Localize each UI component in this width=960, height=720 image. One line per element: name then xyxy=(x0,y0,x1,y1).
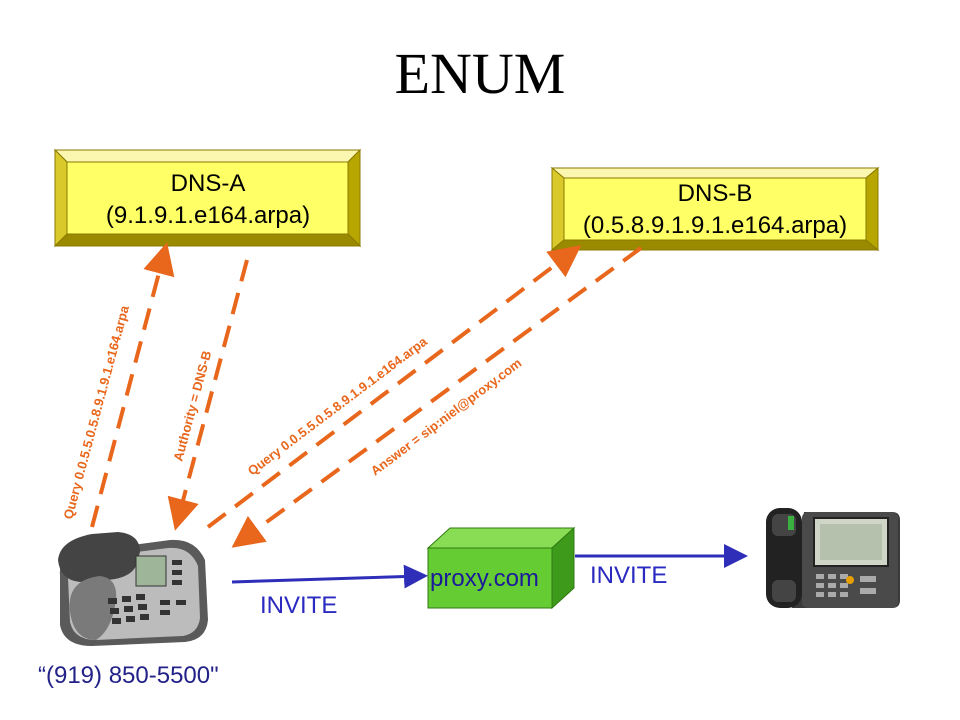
dns-a-label: DNS-A (9.1.9.1.e164.arpa) xyxy=(68,162,348,232)
query-a-arrow xyxy=(90,242,175,528)
callee-phone-icon xyxy=(766,508,900,608)
invite-left-arrow xyxy=(231,564,428,589)
dns-b-box xyxy=(550,166,880,252)
dns-a-name: DNS-A xyxy=(170,170,246,197)
invite-right-label: INVITE xyxy=(590,562,668,589)
dns-b-name: DNS-B xyxy=(677,180,753,207)
dns-b-label: DNS-B (0.5.8.9.1.9.1.e164.arpa) xyxy=(564,178,866,240)
caller-phone-icon xyxy=(58,532,209,646)
invite-left-label: INVITE xyxy=(260,592,338,619)
proxy-box xyxy=(426,526,576,610)
dns-a-zone: (9.1.9.1.e164.arpa) xyxy=(105,202,311,229)
answer-arrow xyxy=(231,246,643,548)
query-b-arrow xyxy=(206,245,582,529)
authority-arrow xyxy=(167,259,249,531)
dns-a-box xyxy=(53,148,362,248)
dns-b-zone: (0.5.8.9.1.9.1.e164.arpa) xyxy=(582,212,848,239)
proxy-label: proxy.com xyxy=(430,565,539,592)
caller-number: “(919) 850-5500" xyxy=(38,662,219,689)
slide-title: ENUM xyxy=(394,41,566,106)
